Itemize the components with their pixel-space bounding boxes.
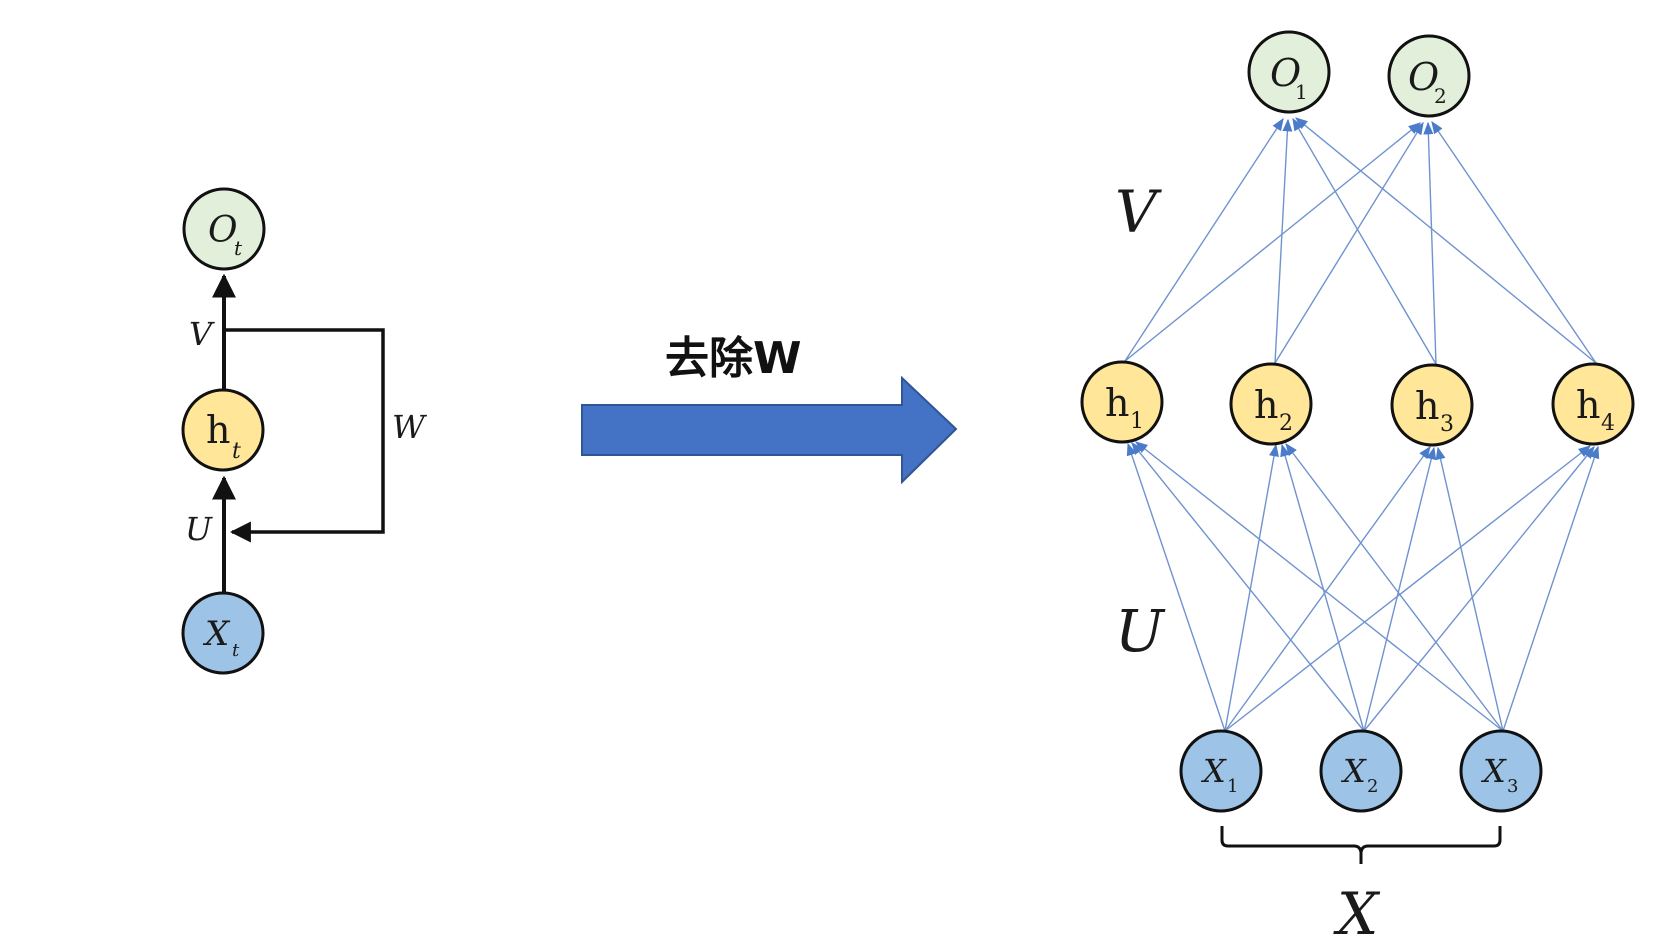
hidden-node-1-subscript: 1: [1130, 409, 1144, 434]
hidden-node-label: h: [206, 408, 230, 452]
input-node-2-subscript: 2: [1367, 776, 1378, 797]
v-edge-h4-o2: [1431, 120, 1597, 364]
u-edge-x1-h3: [1224, 445, 1431, 732]
hidden-node-3: h 3: [1390, 363, 1474, 447]
input-node-label: X: [202, 614, 231, 654]
u-edge-x3-h2: [1285, 442, 1504, 732]
weight-label-u-right: U: [1115, 597, 1166, 665]
hidden-node-3-label: h: [1415, 384, 1439, 428]
output-node-2-label: O: [1408, 55, 1439, 99]
output-node-subscript: t: [234, 236, 243, 260]
input-brace: [1220, 826, 1502, 864]
u-edge-x1-h4: [1224, 445, 1591, 732]
u-edge-x3-h4: [1502, 445, 1600, 732]
output-node-t: O t: [182, 187, 266, 271]
hidden-node-1: h 1: [1080, 360, 1164, 444]
hidden-node-t: h t: [181, 388, 265, 472]
hidden-node-2-label: h: [1254, 383, 1278, 427]
input-node-3: X 3: [1459, 729, 1543, 813]
input-node-subscript: t: [232, 640, 240, 661]
u-edge-x2-h1: [1131, 442, 1365, 732]
hidden-node-1-label: h: [1105, 381, 1129, 425]
u-edge-x1-h1: [1126, 442, 1226, 732]
input-node-3-label: X: [1480, 752, 1507, 790]
u-edge-x2-h2: [1280, 443, 1365, 732]
weight-label-w-left: W: [392, 408, 428, 446]
v-edges: [1124, 117, 1597, 365]
block-arrow: [581, 375, 958, 485]
output-node-2: O 2: [1387, 34, 1471, 118]
folded-rnn: O t h t X t V U W: [181, 187, 428, 675]
input-node-1: X 1: [1179, 729, 1263, 813]
hidden-node-2: h 2: [1229, 362, 1313, 446]
hidden-node-subscript: t: [232, 439, 241, 464]
hidden-node-4-subscript: 4: [1601, 411, 1615, 436]
v-edge-h3-o1: [1292, 117, 1437, 365]
input-group-label: X: [1333, 880, 1381, 948]
output-node-1-subscript: 1: [1295, 80, 1308, 104]
output-node-1: O 1: [1247, 30, 1331, 114]
u-edge-x3-h1: [1135, 441, 1504, 732]
u-edge-x2-h4: [1363, 446, 1595, 732]
u-edge-x1-h2: [1224, 443, 1279, 732]
w-loop: [224, 328, 385, 543]
u-edge-x3-h3: [1435, 446, 1504, 732]
output-node-label: O: [208, 210, 238, 251]
v-edge-h1-o1: [1124, 117, 1284, 362]
u-edge-x2-h3: [1363, 446, 1437, 732]
input-node-1-subscript: 1: [1227, 776, 1238, 797]
input-node-2: X 2: [1319, 729, 1403, 813]
input-node-2-label: X: [1340, 752, 1367, 790]
hidden-node-4-label: h: [1576, 383, 1600, 427]
input-node-1-label: X: [1200, 752, 1227, 790]
output-node-2-subscript: 2: [1434, 84, 1447, 108]
u-edges: [1126, 441, 1600, 732]
hidden-node-3-subscript: 3: [1440, 412, 1454, 437]
weight-label-v-right: V: [1115, 178, 1162, 246]
hidden-node-2-subscript: 2: [1279, 411, 1293, 436]
hidden-node-4: h 4: [1551, 362, 1635, 446]
arrow-caption: 去除W: [665, 333, 802, 384]
weight-label-v-left: V: [189, 315, 215, 353]
v-edge-h4-o1: [1295, 117, 1597, 364]
v-edge-h2-o2: [1274, 121, 1424, 364]
input-node-t: X t: [181, 591, 265, 675]
transform-arrow: 去除W: [581, 333, 958, 485]
v-edge-h3-o2: [1423, 121, 1437, 365]
weight-label-u-left: U: [185, 510, 213, 548]
output-node-1-label: O: [1270, 51, 1301, 95]
v-edge-h1-o2: [1124, 122, 1421, 362]
v-edge-h2-o1: [1274, 118, 1293, 364]
input-node-3-subscript: 3: [1507, 776, 1518, 797]
unfolded-network: O 1 O 2 h 1 h 2 h 3 h 4: [1080, 30, 1635, 948]
